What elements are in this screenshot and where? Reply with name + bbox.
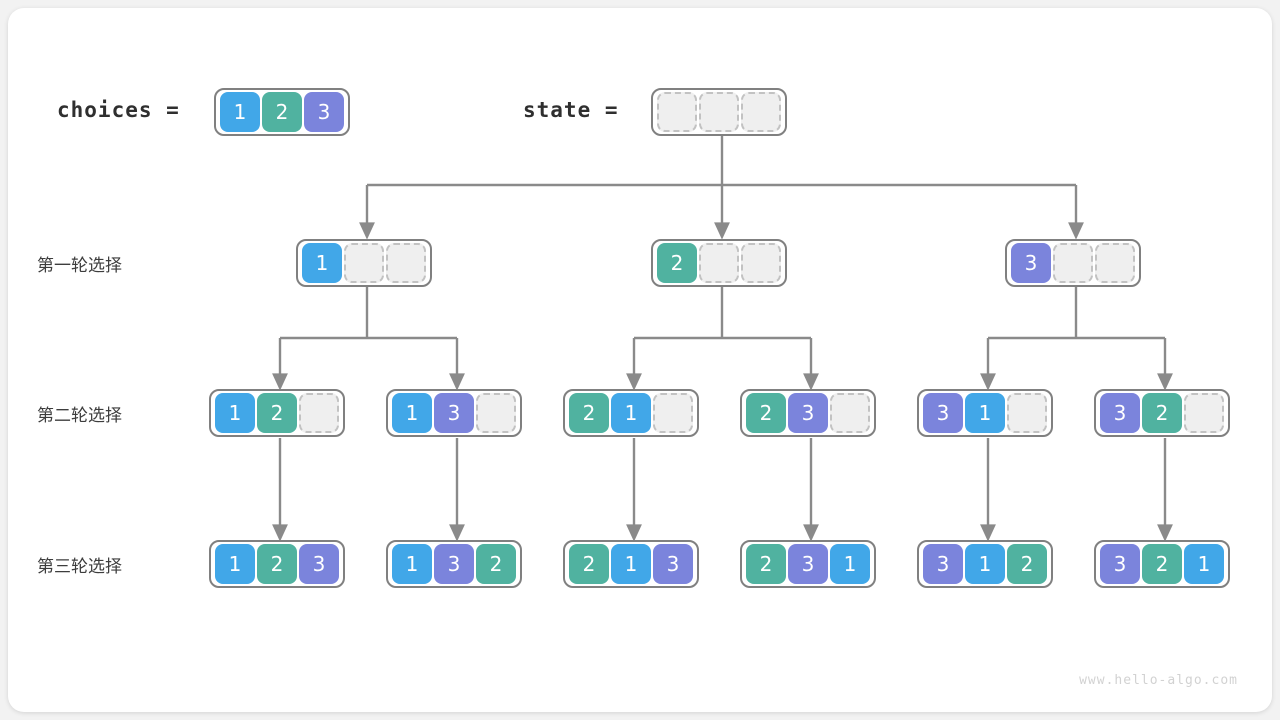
state-array-l2-4: 3 1	[917, 389, 1053, 437]
state-cell: 2	[257, 393, 297, 433]
state-array-root	[651, 88, 787, 136]
state-cell: 3	[1100, 393, 1140, 433]
state-cell	[476, 393, 516, 433]
state-cell	[299, 393, 339, 433]
state-cell: 1	[302, 243, 342, 283]
state-cell: 1	[965, 544, 1005, 584]
state-cell: 3	[299, 544, 339, 584]
state-cell: 3	[923, 544, 963, 584]
state-cell: 2	[1142, 393, 1182, 433]
state-cell: 3	[923, 393, 963, 433]
state-array-l3-3: 2 3 1	[740, 540, 876, 588]
state-cell: 2	[1007, 544, 1047, 584]
state-cell: 2	[569, 393, 609, 433]
state-cell: 3	[653, 544, 693, 584]
state-cell: 1	[830, 544, 870, 584]
state-array-l2-0: 1 2	[209, 389, 345, 437]
state-cell: 2	[746, 393, 786, 433]
state-cell: 2	[1142, 544, 1182, 584]
state-cell	[653, 393, 693, 433]
state-cell: 3	[1100, 544, 1140, 584]
choices-cell: 3	[304, 92, 344, 132]
state-cell: 2	[569, 544, 609, 584]
row-label-round-2: 第二轮选择	[37, 406, 122, 426]
state-cell: 2	[657, 243, 697, 283]
state-cell: 1	[1184, 544, 1224, 584]
row-label-round-1: 第一轮选择	[37, 256, 122, 276]
state-array-l2-5: 3 2	[1094, 389, 1230, 437]
state-cell	[1184, 393, 1224, 433]
state-cell: 3	[788, 544, 828, 584]
state-cell: 3	[1011, 243, 1051, 283]
state-cell	[1095, 243, 1135, 283]
state-array-l3-4: 3 1 2	[917, 540, 1053, 588]
state-array-l3-1: 1 3 2	[386, 540, 522, 588]
choices-label: choices =	[57, 98, 180, 122]
state-array-l1-0: 1	[296, 239, 432, 287]
state-cell: 3	[434, 544, 474, 584]
state-cell	[741, 243, 781, 283]
state-cell: 1	[611, 393, 651, 433]
choices-array: 1 2 3	[214, 88, 350, 136]
state-cell: 3	[434, 393, 474, 433]
state-cell: 3	[788, 393, 828, 433]
state-array-l3-0: 1 2 3	[209, 540, 345, 588]
state-array-l2-3: 2 3	[740, 389, 876, 437]
state-array-l2-2: 2 1	[563, 389, 699, 437]
state-cell: 1	[215, 544, 255, 584]
state-cell	[1007, 393, 1047, 433]
state-cell	[386, 243, 426, 283]
state-cell	[657, 92, 697, 132]
state-cell: 2	[257, 544, 297, 584]
state-array-l1-1: 2	[651, 239, 787, 287]
state-cell	[344, 243, 384, 283]
choices-cell: 1	[220, 92, 260, 132]
state-array-l3-2: 2 1 3	[563, 540, 699, 588]
state-array-l1-2: 3	[1005, 239, 1141, 287]
state-array-l2-1: 1 3	[386, 389, 522, 437]
state-cell	[699, 92, 739, 132]
state-cell: 1	[392, 544, 432, 584]
state-cell: 1	[611, 544, 651, 584]
watermark: www.hello-algo.com	[1079, 673, 1238, 688]
state-array-l3-5: 3 2 1	[1094, 540, 1230, 588]
state-cell: 1	[965, 393, 1005, 433]
state-cell	[741, 92, 781, 132]
state-label: state =	[523, 98, 619, 122]
state-cell	[830, 393, 870, 433]
state-cell: 2	[746, 544, 786, 584]
row-label-round-3: 第三轮选择	[37, 557, 122, 577]
state-cell: 2	[476, 544, 516, 584]
state-cell: 1	[215, 393, 255, 433]
choices-cell: 2	[262, 92, 302, 132]
state-cell	[1053, 243, 1093, 283]
state-cell: 1	[392, 393, 432, 433]
state-cell	[699, 243, 739, 283]
